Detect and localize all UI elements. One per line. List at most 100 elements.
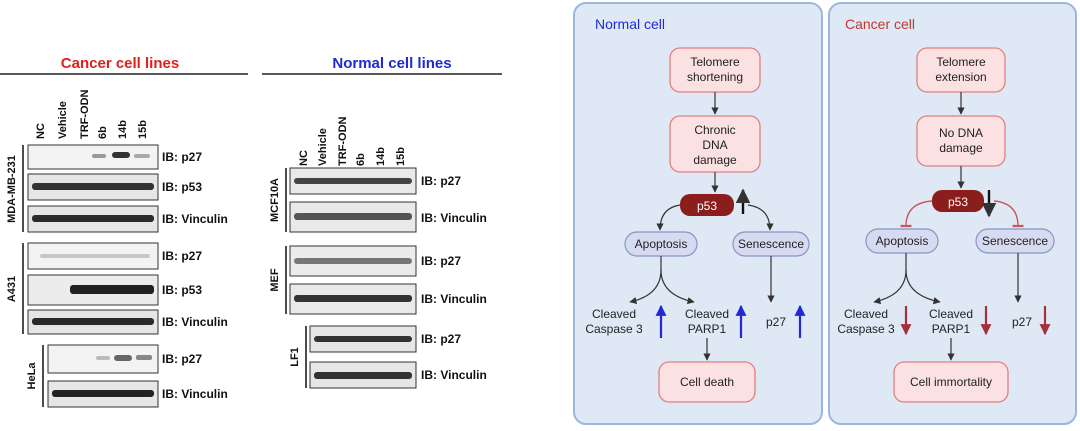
blot-band bbox=[32, 183, 154, 190]
apoptosis-label: Apoptosis bbox=[876, 234, 929, 248]
blot-band bbox=[52, 390, 154, 397]
dna-damage-line: damage bbox=[693, 153, 737, 167]
normal-cell-lines-header: Normal cell lines bbox=[332, 55, 451, 72]
p27-label: p27 bbox=[1012, 315, 1032, 329]
arrow-to-senescence bbox=[747, 204, 774, 231]
normal-lane-label: 15b bbox=[395, 147, 407, 166]
cancer-target-labels: IB: p27 IB: p53 IB: Vinculin IB: p27 IB:… bbox=[162, 150, 228, 401]
normal-lane-label: 14b bbox=[375, 147, 387, 166]
caspase-line: Cleaved bbox=[844, 307, 888, 321]
blot-target-label: IB: p27 bbox=[162, 249, 202, 263]
cancer-cell-lines-header: Cancer cell lines bbox=[61, 55, 179, 72]
parp-line: Cleaved bbox=[685, 307, 729, 321]
cancer-lane-label: NC bbox=[35, 123, 47, 139]
blot-target-label: IB: p27 bbox=[162, 150, 202, 164]
cancer-lane-label: 15b bbox=[137, 120, 149, 139]
cancer-blot-strips bbox=[27, 144, 159, 408]
parp-line: PARP1 bbox=[932, 322, 971, 336]
blot-target-label: IB: Vinculin bbox=[162, 315, 228, 329]
parp-line: Cleaved bbox=[929, 307, 973, 321]
blot-band bbox=[40, 254, 150, 258]
normal-target-labels: IB: p27 IB: Vinculin IB: p27 IB: Vinculi… bbox=[421, 174, 487, 382]
blot-target-label: IB: Vinculin bbox=[162, 387, 228, 401]
normal-lane-label: NC bbox=[298, 150, 310, 166]
blot-band bbox=[136, 355, 152, 360]
senescence-label: Senescence bbox=[982, 234, 1048, 248]
blot-band bbox=[32, 318, 154, 325]
normal-lane-labels: NC Vehicle TRF-ODN 6b 14b 15b bbox=[298, 116, 407, 166]
blot-target-label: IB: p27 bbox=[421, 174, 461, 188]
blot-band bbox=[294, 295, 412, 302]
inhibit-senescence bbox=[993, 200, 1024, 228]
blot-target-label: IB: p27 bbox=[162, 352, 202, 366]
outcome-node bbox=[658, 361, 756, 403]
western-blot-panels: Cancer cell lines Normal cell lines NC V… bbox=[0, 55, 502, 408]
telomere-node-line: Telomere bbox=[936, 55, 986, 69]
blot-target-label: IB: p53 bbox=[162, 283, 202, 297]
blot-target-label: IB: Vinculin bbox=[421, 211, 487, 225]
caspase-line: Caspase 3 bbox=[585, 322, 643, 336]
cell-line-label: MCF10A bbox=[269, 178, 281, 222]
outcome-node bbox=[893, 361, 1009, 403]
cancer-lane-label: 6b bbox=[97, 126, 109, 139]
telomere-node-line: Telomere bbox=[690, 55, 740, 69]
cancer-lane-labels: NC Vehicle TRF-ODN 6b 14b 15b bbox=[35, 89, 149, 139]
senescence-node bbox=[975, 228, 1055, 254]
p53-node bbox=[680, 194, 734, 216]
arrow-to-parp bbox=[905, 269, 941, 305]
cancer-lane-label: 14b bbox=[117, 120, 129, 139]
blot-band bbox=[314, 336, 412, 342]
blot-band bbox=[112, 152, 130, 158]
cancer-cell-line-labels: MDA-MB-231 A431 HeLa bbox=[6, 145, 44, 407]
normal-cell-panel: Normal cell Telomere shortening Chronic … bbox=[573, 2, 823, 425]
normal-lane-label: TRF-ODN bbox=[337, 116, 349, 166]
blot-band bbox=[294, 213, 412, 220]
outcome-label: Cell death bbox=[680, 375, 734, 389]
dna-damage-line: DNA bbox=[702, 138, 727, 152]
cell-line-label: MEF bbox=[269, 268, 281, 292]
senescence-label: Senescence bbox=[738, 237, 804, 251]
arrow-to-parp bbox=[660, 269, 695, 305]
telomere-node-line: shortening bbox=[687, 70, 743, 84]
caspase-line: Cleaved bbox=[592, 307, 636, 321]
apoptosis-label: Apoptosis bbox=[635, 237, 688, 251]
blot-band bbox=[294, 178, 412, 184]
p27-label: p27 bbox=[766, 315, 786, 329]
normal-cell-line-labels: MCF10A MEF LF1 bbox=[269, 168, 307, 388]
blot-band bbox=[32, 215, 154, 222]
telomere-node-line: extension bbox=[935, 70, 986, 84]
dna-damage-line: damage bbox=[939, 141, 983, 155]
dna-damage-line: Chronic bbox=[694, 123, 735, 137]
blot-band bbox=[70, 285, 154, 294]
blot-target-label: IB: p27 bbox=[421, 332, 461, 346]
blot-target-label: IB: p27 bbox=[421, 254, 461, 268]
cell-line-label: LF1 bbox=[289, 347, 301, 367]
normal-lane-label: 6b bbox=[355, 153, 367, 166]
normal-lane-label: Vehicle bbox=[317, 128, 329, 166]
cell-line-label: A431 bbox=[6, 276, 18, 302]
cell-line-label: HeLa bbox=[26, 362, 38, 390]
p53-label: p53 bbox=[948, 195, 968, 209]
panel-title: Cancer cell bbox=[845, 16, 915, 32]
cancer-cell-panel: Cancer cell Telomere extension No DNA da… bbox=[828, 2, 1077, 425]
normal-blot-strips bbox=[289, 167, 417, 389]
cancer-lane-label: Vehicle bbox=[57, 101, 69, 139]
parp-line: PARP1 bbox=[688, 322, 727, 336]
panel-title: Normal cell bbox=[595, 16, 665, 32]
blot-band bbox=[114, 355, 132, 361]
blot-target-label: IB: p53 bbox=[162, 180, 202, 194]
dna-damage-line: No DNA bbox=[939, 126, 983, 140]
cell-line-label: MDA-MB-231 bbox=[6, 155, 18, 223]
blot-target-label: IB: Vinculin bbox=[421, 368, 487, 382]
blot-band bbox=[134, 154, 150, 158]
inhibit-apoptosis bbox=[900, 200, 933, 228]
blot-target-label: IB: Vinculin bbox=[421, 292, 487, 306]
blot-band bbox=[92, 154, 106, 158]
blot-band bbox=[96, 356, 110, 360]
panel-background bbox=[828, 2, 1077, 425]
p53-node bbox=[932, 190, 984, 212]
apoptosis-node bbox=[865, 228, 939, 254]
outcome-label: Cell immortality bbox=[910, 375, 992, 389]
caspase-line: Caspase 3 bbox=[837, 322, 895, 336]
